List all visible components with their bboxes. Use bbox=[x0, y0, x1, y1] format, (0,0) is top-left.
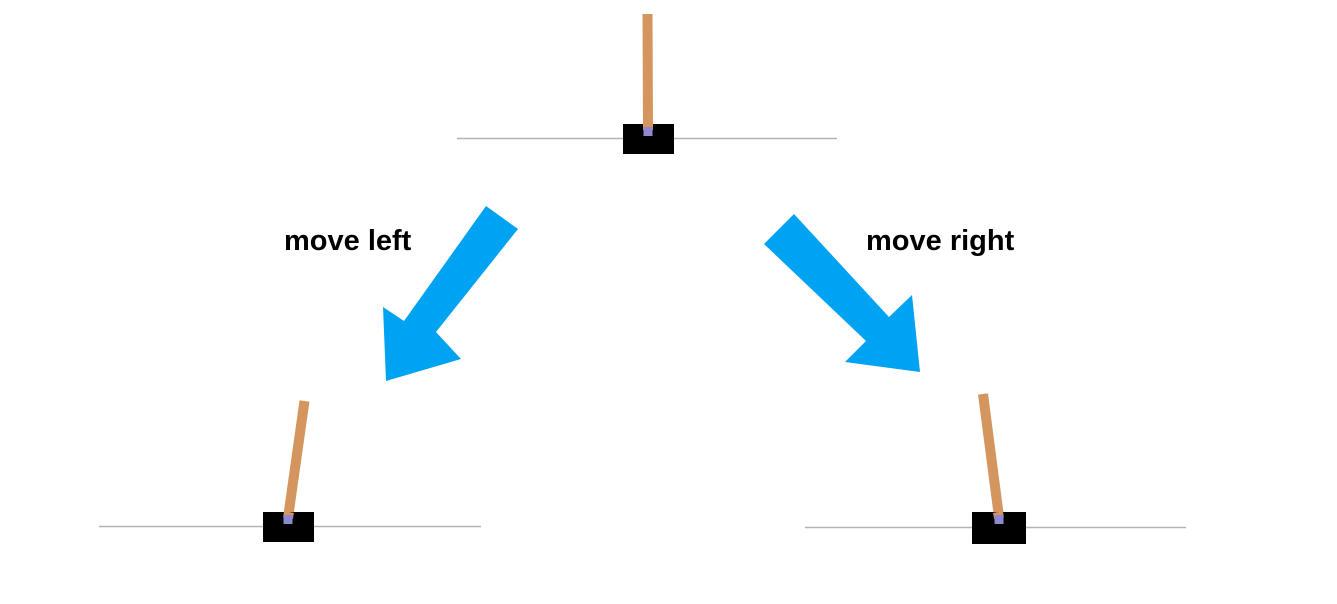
arrow-down-left-icon bbox=[383, 206, 518, 381]
pole bbox=[283, 400, 310, 519]
cartpole-state-left-result bbox=[99, 400, 481, 542]
move-right-label: move right bbox=[866, 225, 1015, 257]
pole bbox=[978, 393, 1004, 518]
move-left-label: move left bbox=[284, 225, 412, 257]
axle bbox=[643, 127, 653, 136]
pole bbox=[642, 13, 653, 131]
arrow-down-right-icon bbox=[764, 214, 920, 372]
axle bbox=[994, 515, 1004, 524]
cartpole-state-center bbox=[457, 13, 837, 154]
axle bbox=[283, 515, 293, 524]
cartpole-state-right-result bbox=[805, 393, 1186, 544]
